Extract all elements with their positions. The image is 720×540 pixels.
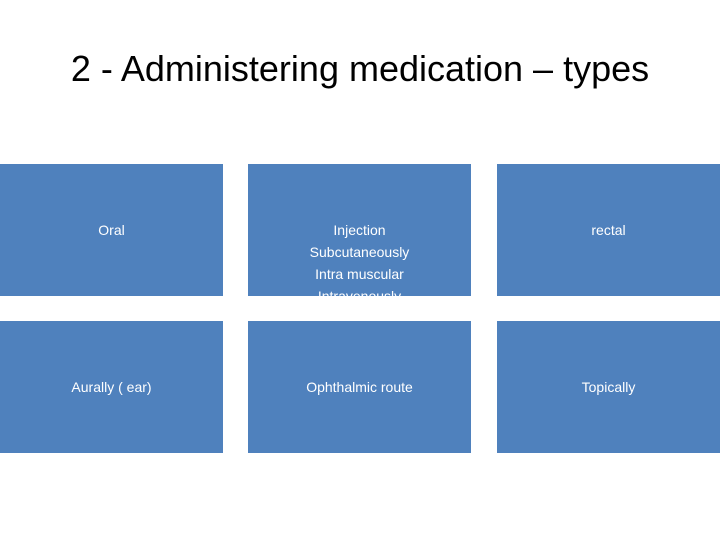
slide-title: 2 - Administering medication – types	[70, 48, 650, 89]
route-sublabel: Intravenously	[317, 288, 402, 296]
route-label: Injection	[333, 222, 386, 238]
route-sublabel: Intra muscular	[315, 266, 404, 282]
route-label: Ophthalmic route	[306, 379, 413, 395]
route-tile-topical: Topically	[497, 321, 720, 453]
route-tile-rectal: rectal	[497, 164, 720, 296]
route-tile-ophthalmic: Ophthalmic route	[248, 321, 471, 453]
route-label: Oral	[98, 222, 125, 238]
route-tile-injection: Injection Subcutaneously Intra muscular …	[248, 164, 471, 296]
route-label: rectal	[591, 222, 626, 238]
route-label: Aurally ( ear)	[71, 379, 152, 395]
route-sublabel: Subcutaneously	[309, 244, 410, 260]
route-tile-aural: Aurally ( ear)	[0, 321, 223, 453]
route-tile-oral: Oral	[0, 164, 223, 296]
route-label: Topically	[581, 379, 636, 395]
